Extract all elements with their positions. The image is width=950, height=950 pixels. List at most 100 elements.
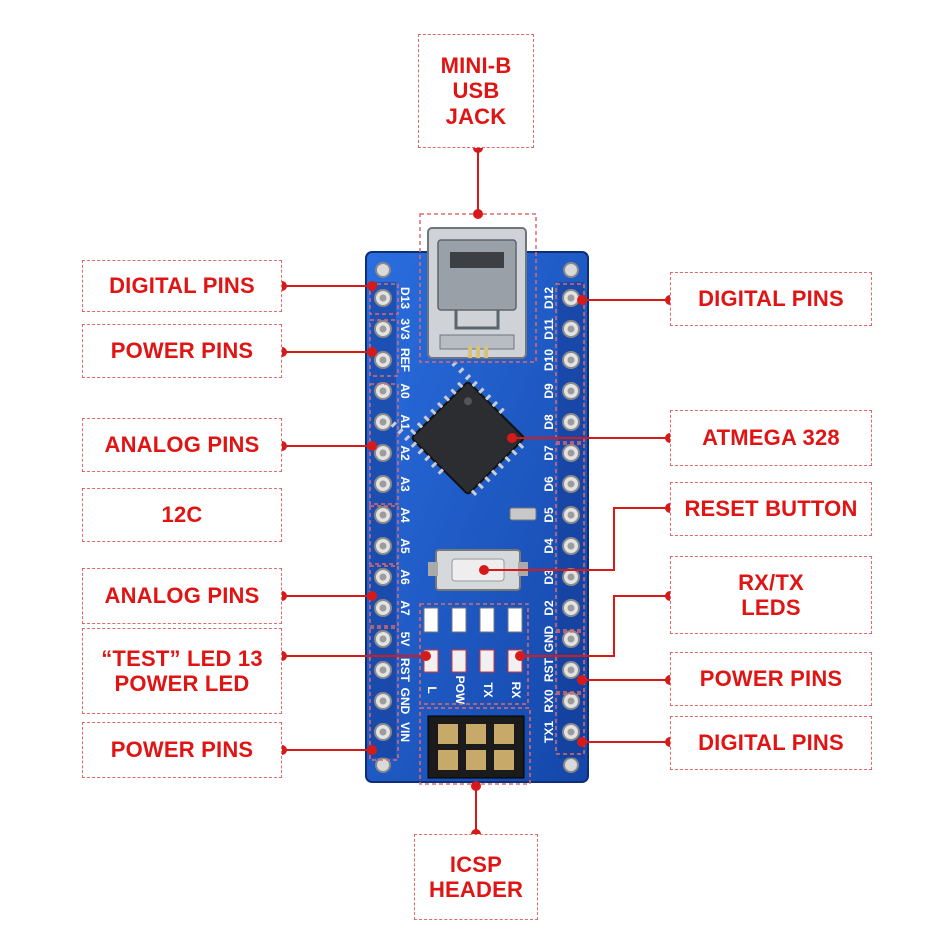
pin-label-5v: 5V	[398, 632, 412, 647]
pin-label-rx0: RX0	[542, 689, 556, 713]
pin-label-a2: A2	[398, 445, 412, 461]
atmega-chip	[390, 360, 525, 496]
chip-leg	[430, 461, 438, 469]
pin-hole-center	[379, 728, 387, 736]
pin-label-d2: D2	[542, 600, 556, 616]
pin-label-a6: A6	[398, 569, 412, 585]
label-icsp-header-text: ICSP HEADER	[428, 851, 524, 902]
pin-label-d10: D10	[542, 349, 556, 371]
pin-label-rst: RST	[398, 658, 412, 683]
pin-hole-center	[567, 728, 575, 736]
label-atmega-328-text: ATMEGA 328	[702, 425, 840, 451]
chip-leg	[437, 468, 444, 475]
label-digital-pins-top-left: DIGITAL PINS	[82, 260, 282, 312]
label-digital-pins-top-left-text: DIGITAL PINS	[109, 273, 255, 299]
pin-label-a4: A4	[398, 507, 412, 523]
pin-label-d6: D6	[542, 476, 556, 492]
chip-leg	[423, 415, 430, 422]
pin-label-tx1: TX1	[542, 721, 556, 743]
chip-leg	[416, 422, 424, 429]
usb-jack-component	[427, 227, 527, 359]
pin-label-3v3: 3V3	[398, 318, 412, 340]
label-digital-pins-bottom-right: DIGITAL PINS	[670, 716, 872, 770]
label-analog-pins-left-2: ANALOG PINS	[82, 568, 282, 624]
pin-label-a0: A0	[398, 383, 412, 399]
label-rx-tx-leds-text: RX/TX LEDS	[738, 569, 804, 620]
icsp-header-component	[427, 715, 525, 779]
pin-hole-center	[379, 635, 387, 643]
pin-label-a5: A5	[398, 538, 412, 554]
chip-leg	[478, 387, 485, 394]
pin-hole-center	[379, 325, 387, 333]
pin-hole-center	[567, 697, 575, 705]
chip-leg	[464, 374, 472, 381]
pin-hole-center	[567, 418, 575, 426]
led-label-l: L	[425, 686, 439, 693]
pin-hole-center	[379, 542, 387, 550]
label-power-pins-right-text: POWER PINS	[699, 666, 843, 692]
pin-hole-center	[379, 511, 387, 519]
chip-leg	[443, 395, 450, 402]
pin-label-a7: A7	[398, 600, 412, 616]
pin-label-d13: D13	[398, 287, 412, 309]
pin-label-d9: D9	[542, 383, 556, 399]
pin-hole-center	[567, 480, 575, 488]
mount-hole	[563, 757, 579, 773]
pin-label-d7: D7	[542, 445, 556, 461]
pin-label-ref: REF	[398, 348, 412, 372]
pin-hole-center	[567, 604, 575, 612]
chip-leg	[484, 394, 492, 401]
pin-label-d12: D12	[542, 287, 556, 309]
chip-leg	[511, 449, 518, 456]
chip-leg	[424, 454, 431, 462]
pin-hole-center	[567, 449, 575, 457]
pin-label-gnd: GND	[398, 688, 412, 715]
label-analog-pins-left-text: ANALOG PINS	[104, 432, 260, 458]
pin-hole-center	[567, 573, 575, 581]
label-icsp-header: ICSP HEADER	[414, 834, 538, 920]
pin-label-rst: RST	[542, 657, 556, 682]
pin-label-d11: D11	[542, 318, 556, 340]
pin-hole-center	[567, 387, 575, 395]
pin-label-gnd: GND	[542, 625, 556, 652]
chip-leg	[450, 388, 457, 395]
pin-label-d4: D4	[542, 538, 556, 554]
pin-label-d5: D5	[542, 507, 556, 523]
pin-hole-center	[567, 356, 575, 364]
label-power-pins-right: POWER PINS	[670, 652, 872, 706]
chip-leg	[457, 381, 464, 389]
label-reset-button-text: RESET BUTTON	[684, 496, 858, 522]
pin-hole-center	[379, 697, 387, 705]
crystal-component	[509, 507, 537, 521]
label-atmega-328: ATMEGA 328	[670, 410, 872, 466]
label-rx-tx-leds: RX/TX LEDS	[670, 556, 872, 634]
chip-leg	[458, 367, 465, 374]
label-usb-jack-text: MINI-B USB JACK	[440, 53, 512, 129]
connector-lines	[282, 148, 670, 834]
chip-leg	[491, 400, 499, 408]
chip-leg	[417, 448, 424, 455]
pin-hole-center	[567, 511, 575, 519]
chip-leg	[517, 442, 525, 449]
pin-hole-center	[379, 604, 387, 612]
pin-label-d8: D8	[542, 414, 556, 430]
chip-leg	[477, 482, 484, 490]
chip-leg	[410, 441, 418, 448]
chip-leg	[498, 407, 505, 414]
mount-hole	[375, 262, 391, 278]
chip-leg	[490, 469, 498, 476]
pin-hole-center	[379, 449, 387, 457]
pin-hole-center	[379, 294, 387, 302]
pin-hole-center	[379, 356, 387, 364]
label-test-led-power-led: “TEST” LED 13 POWER LED	[82, 628, 282, 714]
chip-leg	[404, 434, 411, 442]
label-i2c: 12C	[82, 488, 282, 542]
label-digital-pins-bottom-right-text: DIGITAL PINS	[698, 730, 844, 756]
label-digital-pins-top-right-text: DIGITAL PINS	[698, 286, 844, 312]
label-i2c-text: 12C	[161, 502, 203, 528]
label-power-pins-top-left-text: POWER PINS	[110, 338, 254, 364]
pin-hole-center	[379, 666, 387, 674]
